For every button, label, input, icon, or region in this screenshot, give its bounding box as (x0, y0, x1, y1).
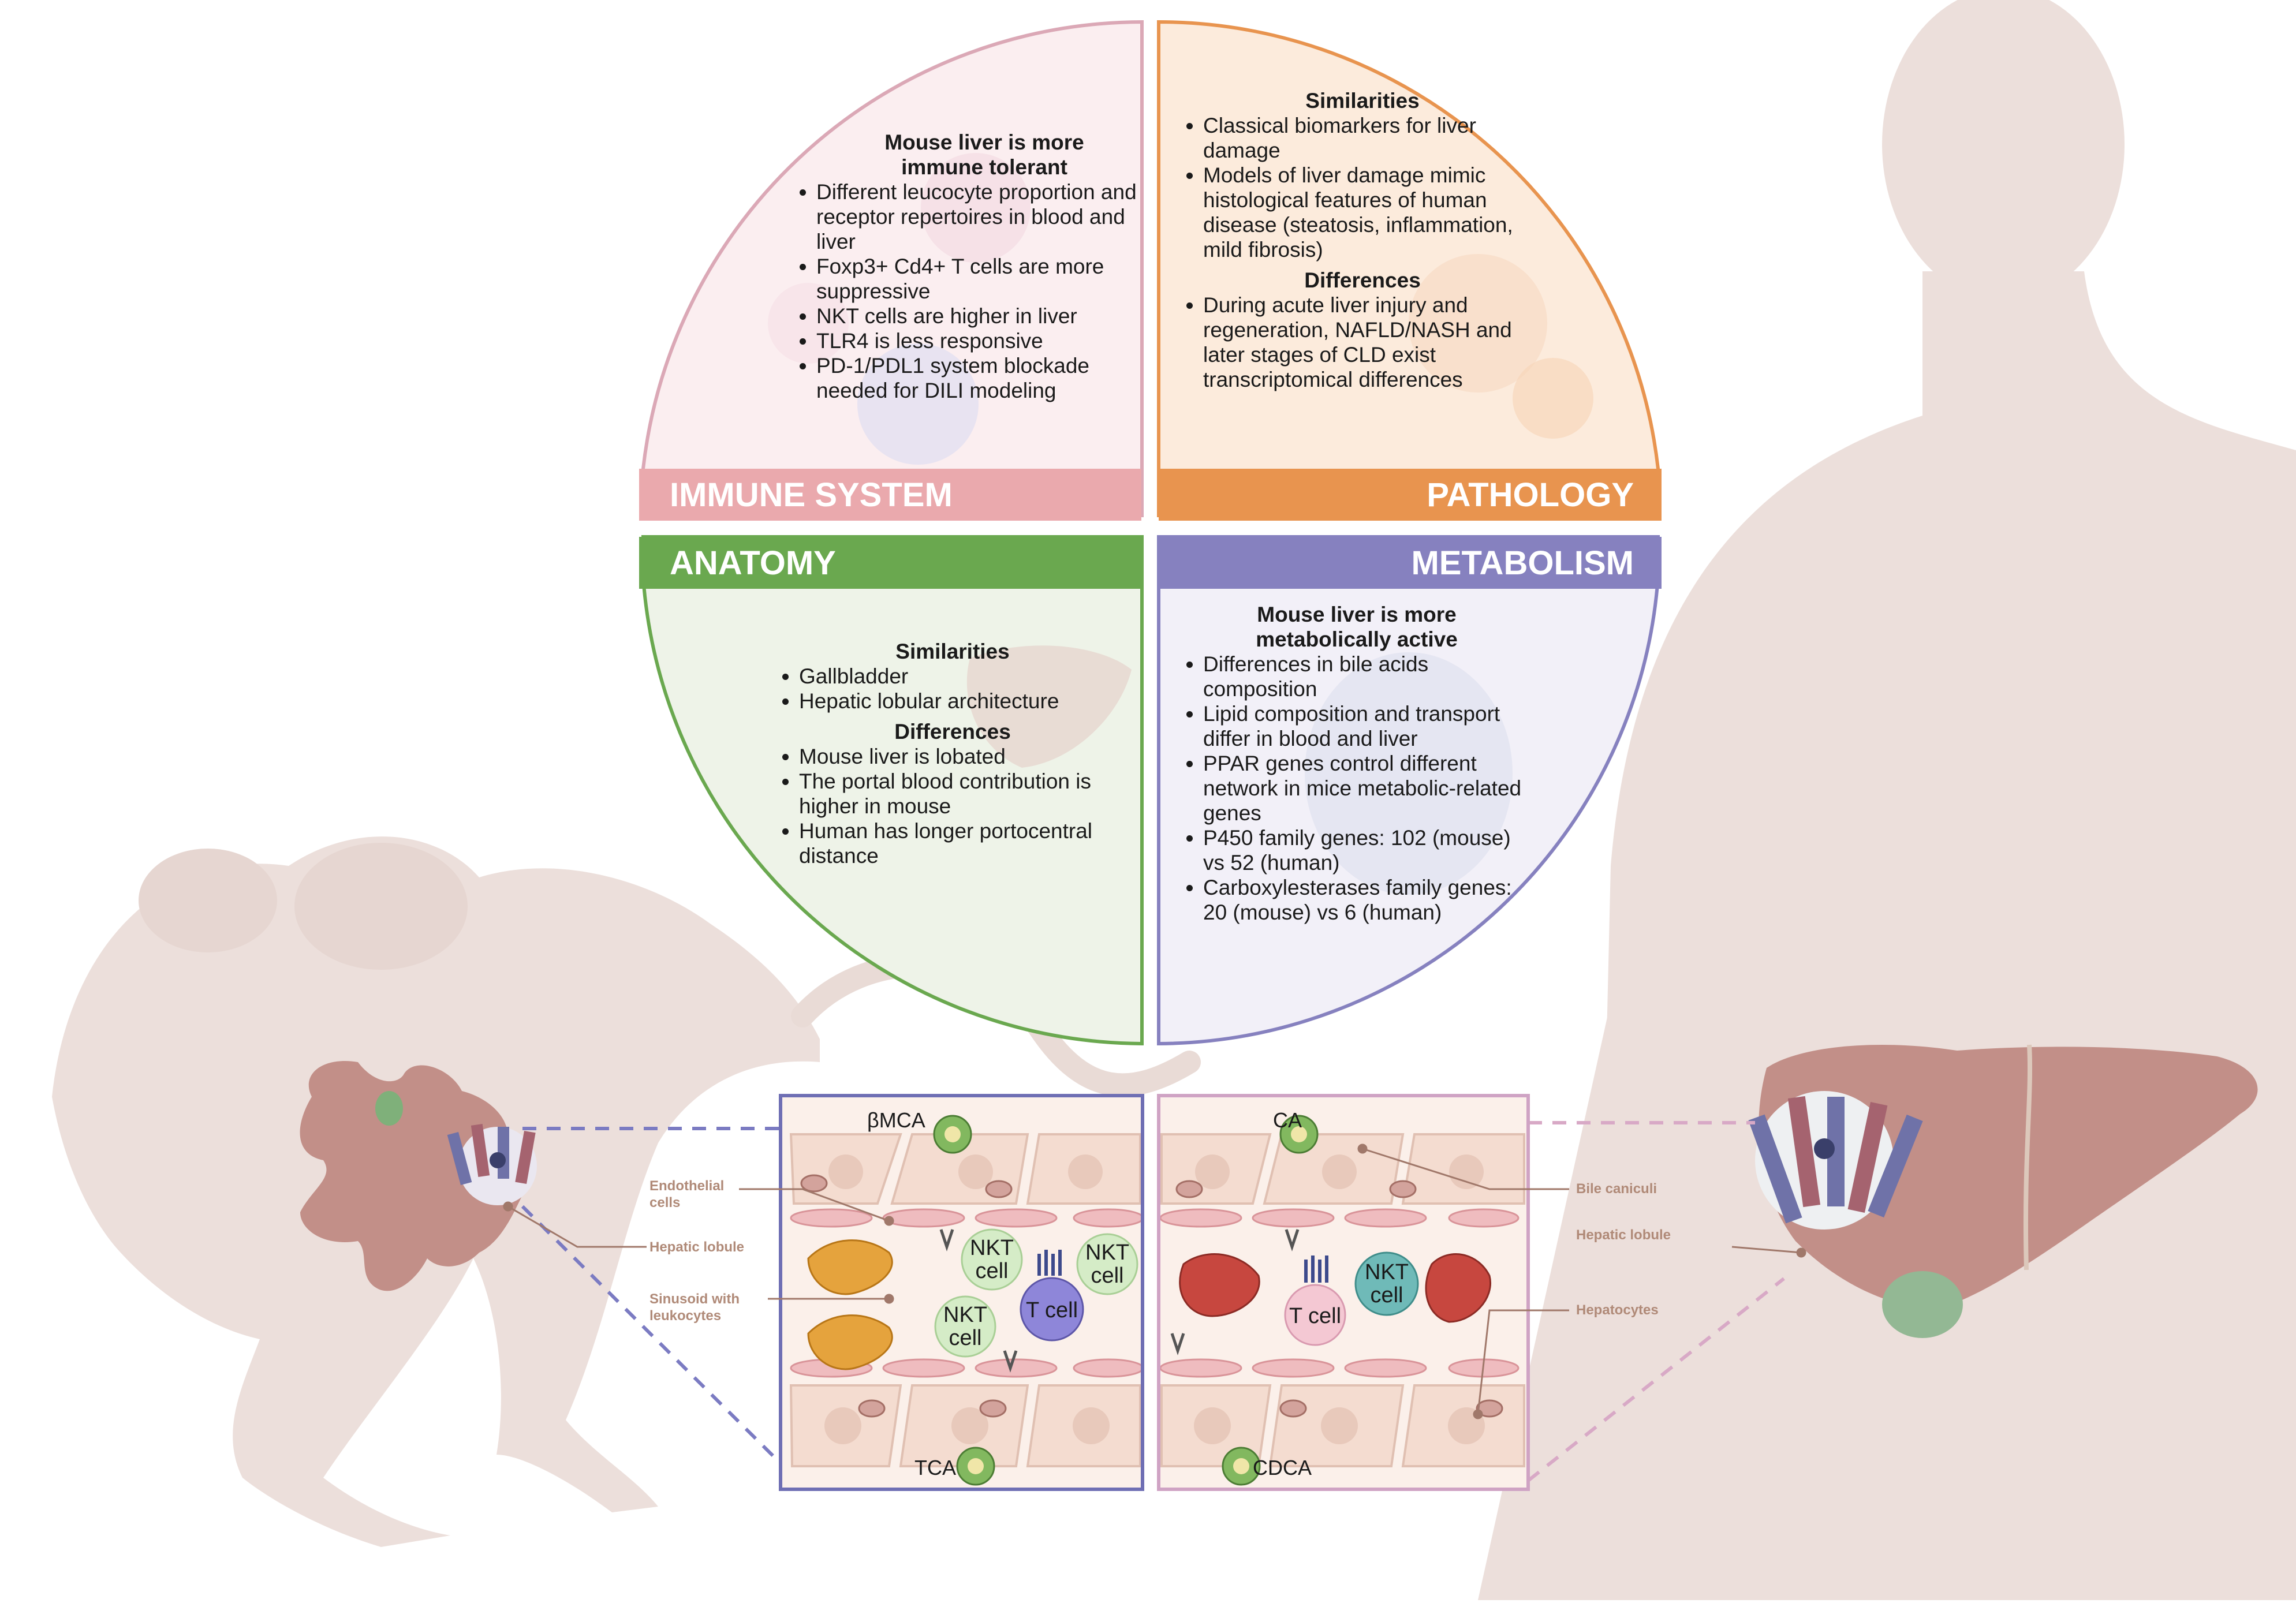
immune-item-1: Different leucocyte proportion and recep… (816, 180, 1143, 254)
immune-system-title: IMMUNE SYSTEM (670, 476, 953, 514)
bile-acid-ca: CA (1273, 1108, 1302, 1132)
anatomy-similarities-list: Gallbladder Hepatic lobular architecture (774, 664, 1132, 713)
human-silhouette (1478, 0, 2296, 1600)
nkt-cell-circle-2 (1076, 1233, 1138, 1295)
pathology-similarity-2: Models of liver damage mimic histologica… (1203, 163, 1547, 262)
anatomy-similarity-2: Hepatic lobular architecture (799, 689, 1132, 713)
anatomy-differences-heading: Differences (894, 720, 1011, 743)
immune-list: Different leucocyte proportion and recep… (791, 180, 1143, 403)
pathology-differences-list: During acute liver injury and regenerati… (1178, 293, 1547, 392)
immune-item-3: NKT cells are higher in liver (816, 304, 1143, 328)
nkt-cell-label-right: NKT cell (1365, 1260, 1409, 1307)
immune-item-5: PD-1/PDL1 system blockade needed for DIL… (816, 353, 1143, 403)
metabolism-band (1159, 537, 1662, 589)
label-bile-caniculi: Bile caniculi (1576, 1181, 1657, 1197)
quadrant-metabolism (1157, 535, 1660, 1046)
anatomy-differences-list: Mouse liver is lobated The portal blood … (774, 744, 1132, 868)
anatomy-text-block: Similarities Gallbladder Hepatic lobular… (774, 639, 1132, 868)
label-hepatic-lobule-left: Hepatic lobule (649, 1239, 745, 1255)
metabolism-item-3: PPAR genes control different network in … (1203, 751, 1536, 825)
nkt-cell-label-3: NKT cell (943, 1303, 987, 1350)
label-endothelial-cells: Endothelial cells (649, 1178, 725, 1210)
pathology-text-block: Similarities Classical biomarkers for li… (1178, 88, 1547, 392)
mouse-liver-graphic (300, 1061, 531, 1291)
t-cell-label-left: T cell (1025, 1298, 1078, 1322)
nkt-cell-circle-right (1354, 1251, 1419, 1316)
label-hepatocytes: Hepatocytes (1576, 1302, 1659, 1318)
pathology-similarity-1: Classical biomarkers for liver damage (1203, 113, 1547, 163)
metabolism-heading-1: Mouse liver is more (1257, 603, 1457, 626)
nkt-cell-circle-3 (934, 1295, 996, 1358)
nkt-cell-circle-1 (961, 1228, 1023, 1291)
quadrant-pathology (1157, 20, 1660, 517)
anatomy-difference-2: The portal blood contribution is higher … (799, 769, 1132, 819)
quadrant-immune (641, 20, 1144, 517)
immune-band (639, 469, 1141, 521)
pathology-title: PATHOLOGY (1427, 476, 1634, 514)
bile-acid-cdca: CDCA (1253, 1456, 1312, 1479)
bile-acid-bmca: βMCA (867, 1108, 925, 1132)
immune-item-4: TLR4 is less responsive (816, 328, 1143, 353)
t-cell-circle-right (1284, 1284, 1346, 1346)
zoom-connectors (521, 1121, 1785, 1482)
nkt-cell-label-2: NKT cell (1085, 1240, 1129, 1288)
anatomy-band (639, 537, 1141, 589)
anatomy-difference-3: Human has longer portocentral distance (799, 819, 1132, 868)
pathology-similarities-heading: Similarities (1305, 89, 1420, 113)
anatomy-title: ANATOMY (670, 544, 836, 582)
mouse-lobule-graphic (447, 1124, 537, 1205)
pathology-band (1159, 469, 1662, 521)
label-leader-lines (503, 1144, 1806, 1419)
metabolism-item-2: Lipid composition and transport differ i… (1203, 701, 1536, 751)
anatomy-difference-1: Mouse liver is lobated (799, 744, 1132, 769)
human-lobule-graphic (1748, 1091, 1923, 1230)
metabolism-heading-2: metabolically active (1256, 627, 1458, 651)
label-hepatic-lobule-right: Hepatic lobule (1576, 1227, 1671, 1243)
pathology-difference-1: During acute liver injury and regenerati… (1203, 293, 1547, 392)
immune-heading-1: Mouse liver is more (884, 130, 1084, 154)
anatomy-similarity-1: Gallbladder (799, 664, 1132, 689)
t-cell-circle-left (1020, 1277, 1084, 1342)
metabolism-item-1: Differences in bile acids composition (1203, 652, 1536, 701)
immune-heading-2: immune tolerant (901, 155, 1067, 179)
pathology-differences-heading: Differences (1304, 268, 1421, 292)
anatomy-similarities-heading: Similarities (895, 640, 1010, 663)
metabolism-title: METABOLISM (1411, 544, 1634, 582)
t-cell-label-right: T cell (1289, 1304, 1342, 1328)
immune-item-2: Foxp3+ Cd4+ T cells are more suppressive (816, 254, 1143, 304)
metabolism-text-block: Mouse liver is more metabolically active… (1178, 602, 1536, 925)
metabolism-list: Differences in bile acids composition Li… (1178, 652, 1536, 925)
quadrant-anatomy (641, 535, 1144, 1046)
label-sinusoid-leukocytes: Sinusoid with leukocytes (649, 1291, 740, 1324)
bile-acid-tca: TCA (914, 1456, 956, 1479)
metabolism-item-5: Carboxylesterases family genes: 20 (mous… (1203, 875, 1536, 925)
immune-text-block: Mouse liver is more immune tolerant Diff… (791, 130, 1143, 403)
pathology-similarities-list: Classical biomarkers for liver damage Mo… (1178, 113, 1547, 262)
metabolism-item-4: P450 family genes: 102 (mouse) vs 52 (hu… (1203, 825, 1536, 875)
nkt-cell-label-1: NKT cell (970, 1236, 1014, 1283)
